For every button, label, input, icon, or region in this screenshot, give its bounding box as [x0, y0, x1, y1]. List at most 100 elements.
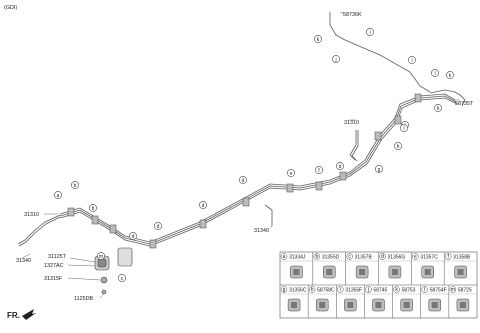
branch-line-31340 [264, 204, 273, 226]
leader-lines [21, 11, 460, 299]
svg-text:d: d [202, 203, 205, 209]
legend-part-number: 58753 [402, 288, 416, 294]
legend-part-number: 31356C [289, 288, 307, 294]
svg-text:i: i [411, 58, 412, 64]
svg-text:d: d [242, 178, 245, 184]
front-label: FR. [7, 311, 20, 320]
legend-letter: a [283, 254, 286, 260]
part-label-p1327ac: 1327AC [44, 263, 64, 269]
callout-f: f [315, 166, 323, 174]
part-number-labels: 58736K58735T3131031310313403134031125T13… [16, 12, 474, 302]
legend-part-number: 58754F [430, 288, 447, 294]
callout-d: d [129, 232, 137, 240]
part-label-p31125t: 31125T [48, 254, 67, 260]
end-line-58735t [429, 89, 466, 107]
front-line [17, 214, 61, 247]
legend-letter: c [348, 254, 351, 260]
legend-letter: l [424, 287, 425, 293]
callout-d: d [199, 201, 207, 209]
header-label: (GDI) [4, 5, 17, 11]
legend-part-number: 58725 [458, 288, 472, 294]
legend-letter: g [283, 287, 286, 293]
callout-d: d [239, 176, 247, 184]
svg-text:e: e [290, 171, 293, 177]
svg-text:k: k [317, 37, 320, 43]
legend-cell-l: l 58754F [421, 286, 447, 312]
vertical-line-58736k [329, 12, 431, 93]
callout-k: k [314, 35, 322, 43]
callout-e: e [287, 169, 295, 177]
part-label-p31340b: 31340 [254, 228, 269, 234]
legend-part-number: 31355F [345, 288, 362, 294]
part-label-p31310a: 31310 [24, 212, 39, 218]
part-label-p1125db: 1125DB [74, 296, 93, 302]
legend-part-number: 31334J [289, 255, 306, 261]
legend-part-number: 58745 [373, 288, 387, 294]
callout-b: b [89, 204, 97, 212]
legend-cell-c: c 31357B [346, 253, 373, 279]
callout-i: i [408, 56, 416, 64]
legend-cell-b: b 31355D [313, 253, 340, 279]
svg-text:d: d [132, 234, 135, 240]
svg-text:a: a [57, 193, 60, 199]
svg-text:i: i [369, 30, 370, 36]
legend-letter: m [451, 287, 455, 293]
line-clips [67, 93, 422, 249]
legend-part-number: 31357B [355, 255, 373, 261]
legend-letter: k [395, 287, 398, 293]
callout-l: l [431, 69, 439, 77]
callout-g: g [375, 165, 383, 173]
svg-text:l: l [403, 126, 404, 132]
callout-markers: abcddddefdghhiiijkkllmb [54, 28, 454, 282]
callout-l: l [400, 124, 408, 132]
callout-a: a [54, 191, 62, 199]
legend-letter: d [381, 254, 384, 260]
part-label-p31340a: 31340 [16, 258, 31, 264]
part-label-p31310b: 31310 [344, 120, 359, 126]
legend-cell-i: i 31355F [337, 286, 362, 312]
svg-text:d: d [339, 164, 342, 170]
legend-letter: i [340, 287, 341, 293]
svg-text:b: b [92, 206, 95, 212]
svg-text:d: d [157, 224, 160, 230]
legend-part-number: 31355D [322, 255, 340, 261]
svg-text:m: m [99, 254, 103, 260]
callout-j: j [332, 55, 340, 63]
callout-d: d [336, 162, 344, 170]
svg-text:l: l [434, 71, 435, 77]
svg-text:c: c [121, 276, 124, 282]
svg-text:f: f [318, 168, 320, 174]
svg-text:k: k [449, 73, 452, 79]
svg-text:h: h [437, 106, 440, 112]
callout-c: c [118, 274, 126, 282]
svg-text:b: b [74, 183, 77, 189]
legend-letter: b [315, 254, 318, 260]
legend-part-number: 31357C [420, 255, 438, 261]
legend-letter: h [311, 287, 314, 293]
callout-i: i [366, 28, 374, 36]
branch-line-31310-upper [349, 130, 359, 162]
callout-m: m [97, 252, 105, 260]
svg-text:g: g [378, 167, 381, 173]
part-label-p58735t: 58735T [455, 101, 474, 107]
legend-letter: f [447, 254, 449, 260]
callout-d: d [154, 222, 162, 230]
callout-h: h [394, 142, 402, 150]
part-label-p31315f: 31315F [44, 276, 63, 282]
callout-h: h [434, 104, 442, 112]
front-arrow-icon [22, 309, 36, 320]
legend-part-number: 31358B [453, 255, 471, 261]
legend-letter: e [414, 254, 417, 260]
pump-assembly [94, 247, 133, 295]
svg-text:j: j [334, 57, 336, 63]
callout-k: k [446, 71, 454, 79]
